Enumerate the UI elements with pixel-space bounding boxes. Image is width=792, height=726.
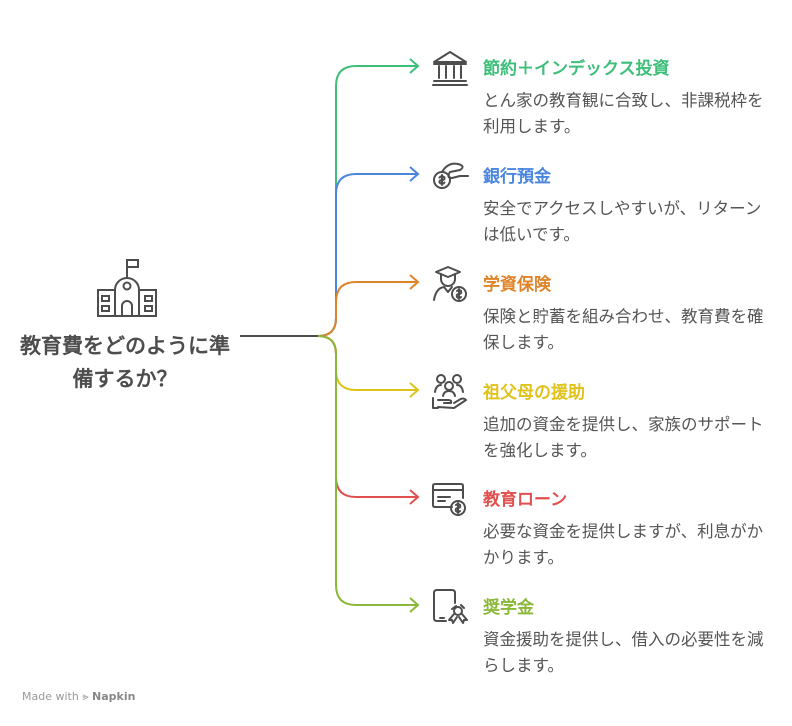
branch-title: 奨学金 <box>483 598 534 618</box>
main-title: 教育費をどのように準備するか？ <box>20 334 230 391</box>
branch-description: 資金援助を提供し、借入の必要性を減らします。 <box>483 630 764 675</box>
branch-description: 追加の資金を提供し、家族のサポートを強化します。 <box>483 415 764 460</box>
branch-line <box>317 335 418 606</box>
branch-line <box>317 335 418 498</box>
school-icon <box>97 259 157 317</box>
napkin-logo-icon: ⪢ <box>82 690 89 703</box>
card-dollar-icon <box>432 483 466 516</box>
graduate-dollar-icon <box>433 266 467 302</box>
branch-description: とん家の教育観に合致し、非課税枠を利用します。 <box>483 91 764 136</box>
branch-description: 保険と貯蓄を組み合わせ、教育費を確保します。 <box>483 307 764 352</box>
family-hand-icon <box>432 374 467 409</box>
footer: Made with ⪢ Napkin <box>22 690 135 704</box>
arrowhead <box>409 597 420 613</box>
arrowhead <box>409 489 420 505</box>
arrowhead <box>409 274 420 290</box>
branch-description: 安全でアクセスしやすいが、リターンは低いです。 <box>483 199 762 244</box>
branch-title: 節約＋インデックス投資 <box>483 59 670 79</box>
bank-icon <box>432 51 468 86</box>
branch-title: 学資保険 <box>483 275 551 295</box>
branch-title: 銀行預金 <box>483 167 551 187</box>
branch-line <box>317 173 418 337</box>
branch-title: 祖父母の援助 <box>483 383 585 403</box>
branch-line <box>317 281 418 337</box>
made-with-label: Made with <box>22 690 79 703</box>
arrowhead <box>409 166 420 182</box>
money-hand-icon <box>433 162 469 189</box>
arrowhead <box>409 58 420 74</box>
arrowhead <box>409 382 420 398</box>
branch-line <box>317 65 418 337</box>
branch-description: 必要な資金を提供しますが、利息がかかります。 <box>483 522 764 567</box>
certificate-icon <box>433 589 468 624</box>
branch-title: 教育ローン <box>483 490 568 510</box>
napkin-brand: Napkin <box>92 690 136 703</box>
